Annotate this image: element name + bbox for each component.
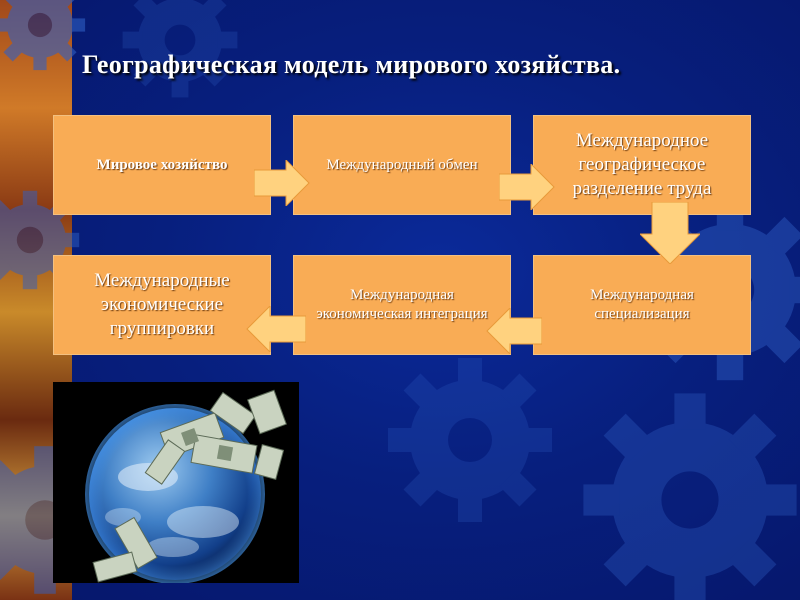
box-economic-integration: Международная экономическая интеграция: [293, 255, 511, 355]
box-geographic-division-label: Международное географическое разделение …: [572, 130, 712, 199]
arrow-down-icon: [640, 202, 700, 264]
box-specialization: Международная специализация: [533, 255, 751, 355]
arrow-left-2-icon: [246, 306, 306, 352]
box-international-exchange: Международный обмен: [293, 115, 511, 215]
arrow-right-1-icon: [254, 160, 310, 206]
arrow-right-2-icon: [499, 164, 555, 210]
box-specialization-label: Международная специализация: [590, 287, 694, 322]
box-world-economy: Мировое хозяйство: [53, 115, 271, 215]
globe-with-dollar-bills-icon: [85, 389, 287, 583]
box-economic-groupings: Международные экономические группировки: [53, 255, 271, 355]
box-geographic-division-of-labor: Международное географическое разделение …: [533, 115, 751, 215]
box-economic-integration-label: Международная экономическая интеграция: [316, 287, 488, 322]
slide-title: Географическая модель мирового хозяйства…: [82, 50, 621, 79]
box-economic-groupings-label: Международные экономические группировки: [94, 270, 230, 339]
box-world-economy-label: Мировое хозяйство: [96, 156, 228, 173]
arrow-left-1-icon: [486, 308, 542, 354]
globe-money-image: [53, 382, 299, 583]
box-international-exchange-label: Международный обмен: [326, 156, 478, 173]
